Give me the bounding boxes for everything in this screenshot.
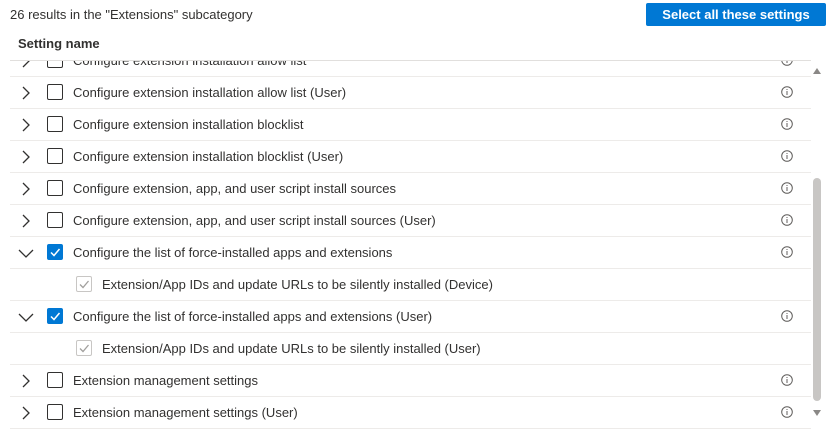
setting-label: Configure extension installation blockli… (73, 149, 344, 164)
info-icon[interactable] (781, 406, 793, 418)
setting-checkbox[interactable] (47, 84, 63, 100)
sub-setting-row: Extension/App IDs and update URLs to be … (10, 269, 811, 301)
setting-row: Configure extension installation blockli… (10, 141, 811, 173)
setting-row: Extension management settings (User) (10, 397, 811, 429)
results-count: 26 results in the "Extensions" subcatego… (10, 7, 253, 22)
setting-label: Configure extension installation allow l… (73, 85, 347, 100)
info-icon[interactable] (781, 150, 793, 162)
setting-checkbox[interactable] (47, 404, 63, 420)
setting-row: Configure extension, app, and user scrip… (10, 173, 811, 205)
chevron-right-icon[interactable] (18, 85, 34, 101)
column-header-setting-name: Setting name (18, 36, 100, 51)
info-icon[interactable] (781, 86, 793, 98)
setting-label: Extension management settings (73, 373, 258, 388)
setting-checkbox[interactable] (47, 244, 63, 260)
setting-label: Configure the list of force-installed ap… (73, 245, 393, 260)
setting-row: Configure the list of force-installed ap… (10, 301, 811, 333)
sub-setting-checkbox (76, 340, 92, 356)
select-all-button[interactable]: Select all these settings (646, 3, 826, 26)
info-icon[interactable] (781, 182, 793, 194)
sub-setting-row: Extension/App IDs and update URLs to be … (10, 333, 811, 365)
info-icon[interactable] (781, 374, 793, 386)
setting-label: Extension/App IDs and update URLs to be … (102, 341, 481, 356)
chevron-right-icon[interactable] (18, 373, 34, 389)
setting-row: Configure the list of force-installed ap… (10, 237, 811, 269)
setting-row: Configure extension installation blockli… (10, 109, 811, 141)
vertical-scrollbar[interactable] (811, 61, 823, 429)
setting-checkbox[interactable] (47, 148, 63, 164)
chevron-right-icon[interactable] (18, 181, 34, 197)
setting-checkbox[interactable] (47, 61, 63, 68)
setting-checkbox[interactable] (47, 308, 63, 324)
info-icon[interactable] (781, 214, 793, 226)
info-icon[interactable] (781, 310, 793, 322)
info-icon[interactable] (781, 61, 793, 66)
setting-row: Configure extension, app, and user scrip… (10, 205, 811, 237)
settings-list: Configure extension installation allow l… (10, 61, 811, 429)
header-divider (10, 60, 811, 61)
setting-label: Configure extension, app, and user scrip… (73, 213, 436, 228)
sub-setting-checkbox (76, 276, 92, 292)
setting-checkbox[interactable] (47, 116, 63, 132)
chevron-right-icon[interactable] (18, 61, 34, 69)
chevron-down-icon[interactable] (18, 309, 34, 325)
info-icon[interactable] (781, 246, 793, 258)
scroll-up-arrow-icon[interactable] (813, 68, 821, 74)
setting-row: Configure extension installation allow l… (10, 61, 811, 77)
chevron-right-icon[interactable] (18, 405, 34, 421)
chevron-down-icon[interactable] (18, 245, 34, 261)
setting-checkbox[interactable] (47, 372, 63, 388)
info-icon[interactable] (781, 118, 793, 130)
chevron-right-icon[interactable] (18, 117, 34, 133)
setting-checkbox[interactable] (47, 212, 63, 228)
setting-label: Configure extension installation blockli… (73, 117, 304, 132)
scroll-down-arrow-icon[interactable] (813, 410, 821, 416)
setting-checkbox[interactable] (47, 180, 63, 196)
setting-label: Extension management settings (User) (73, 405, 298, 420)
chevron-right-icon[interactable] (18, 149, 34, 165)
setting-row: Extension management settings (10, 365, 811, 397)
scrollbar-thumb[interactable] (813, 178, 821, 401)
setting-label: Configure extension installation allow l… (73, 61, 306, 68)
setting-label: Configure extension, app, and user scrip… (73, 181, 397, 196)
setting-row: Configure extension installation allow l… (10, 77, 811, 109)
chevron-right-icon[interactable] (18, 213, 34, 229)
setting-label: Configure the list of force-installed ap… (73, 309, 433, 324)
setting-label: Extension/App IDs and update URLs to be … (102, 277, 493, 292)
